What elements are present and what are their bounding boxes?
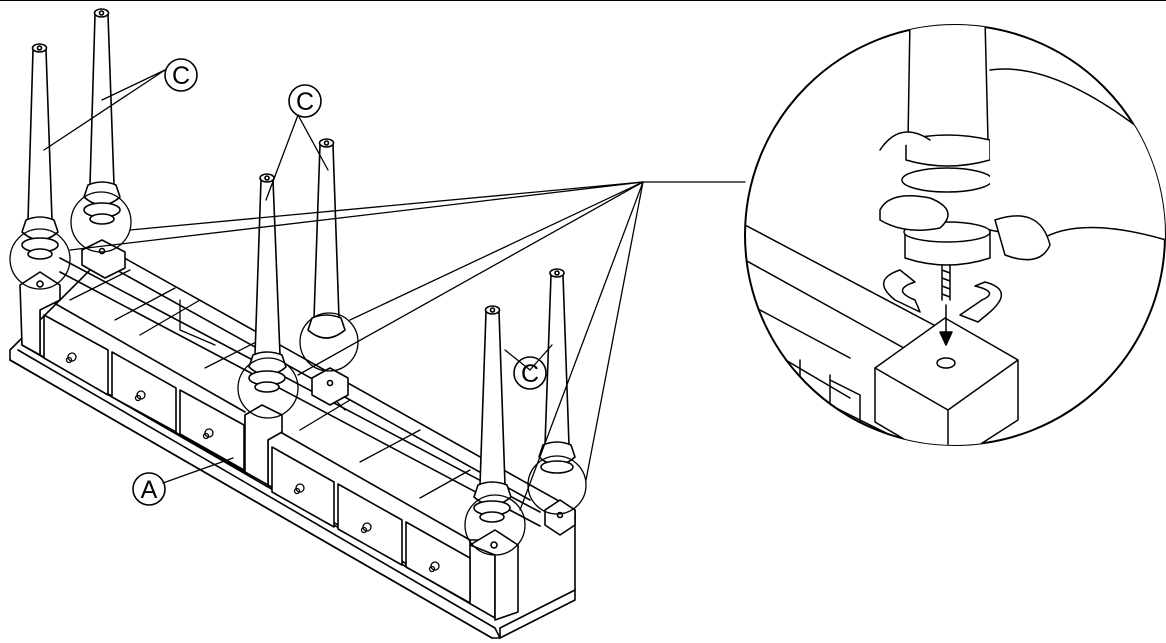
label-c-middle-text: C: [296, 88, 314, 116]
zoom-rotation-arrow-right: [959, 281, 1002, 323]
slab-edge: [9, 359, 493, 639]
bracket-middle: [311, 367, 349, 406]
label-c-right-text: C: [521, 360, 539, 388]
zoom-rotation-arrow-left: [883, 269, 921, 313]
front-apron-top: [39, 294, 246, 413]
corner-post-left: [19, 271, 61, 356]
leg-3: [248, 173, 287, 393]
label-c-top: C: [164, 58, 198, 92]
zoom-hand-top: [879, 68, 1165, 241]
leg-1: [21, 43, 59, 260]
label-c-right: C: [513, 356, 547, 390]
zoom-leg: [907, 25, 989, 141]
leg-5: [473, 305, 512, 523]
slab-edge-inner: [17, 349, 501, 639]
zoom-block: [874, 317, 1019, 445]
top-border: [0, 0, 1166, 1]
front-apron-top2: [267, 424, 471, 541]
leg-6: [538, 268, 576, 474]
inner-frame: [69, 269, 471, 499]
drawer-4: [271, 446, 335, 528]
bracket-hole-left: [98, 247, 106, 255]
zoom-screw: [941, 264, 951, 301]
magnified-detail: [744, 24, 1166, 446]
leader-lines: [69, 181, 746, 511]
bolt-hole-left: [36, 280, 44, 288]
label-leaders: [43, 69, 553, 484]
bolt-hole-right: [490, 541, 498, 549]
corner-post-middle: [244, 404, 283, 486]
slab-right-edge: [499, 589, 576, 639]
back-apron: [59, 257, 541, 527]
bracket-hole-right: [556, 511, 564, 519]
label-c-top-text: C: [172, 62, 190, 90]
legs: [21, 8, 576, 523]
drawer-knobs: [65, 352, 440, 573]
label-c-middle: C: [288, 84, 322, 118]
zoom-frame: [745, 224, 1001, 445]
label-a: A: [132, 472, 166, 506]
leg-4: [307, 138, 346, 339]
label-a-text: A: [141, 476, 158, 504]
bracket-hole-middle: [326, 379, 334, 387]
